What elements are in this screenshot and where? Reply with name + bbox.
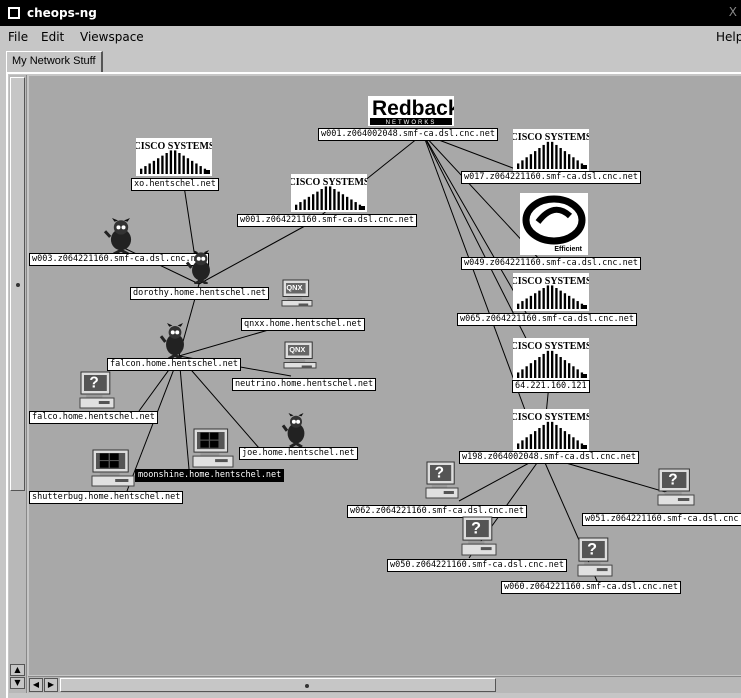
unknown-computer-icon[interactable]: ? [425,461,459,505]
link-w001-smf-cisco-dorothy [198,220,315,285]
horizontal-scrollbar[interactable]: ◀ ▶ [28,676,741,693]
bsd-daemon-icon[interactable] [103,216,139,258]
node-label[interactable]: w017.z064221160.smf-ca.dsl.cnc.net [461,171,641,184]
svg-text:CISCO SYSTEMS: CISCO SYSTEMS [513,412,589,423]
scroll-down-arrow-icon[interactable]: ▼ [10,677,25,689]
svg-text:QNX: QNX [286,283,302,292]
node-label[interactable]: falcon.home.hentschel.net [107,358,241,371]
link-w001-smf-redback-w198 [422,133,543,457]
unknown-computer-icon[interactable]: ? [461,516,497,562]
tab-row: My Network Stuff [0,48,741,72]
node-label[interactable]: 64.221.160.121 [512,380,590,393]
svg-text:CISCO SYSTEMS: CISCO SYSTEMS [513,132,589,143]
menu-viewspace[interactable]: Viewspace [80,30,144,44]
node-label[interactable]: joe.home.hentschel.net [239,447,358,460]
node-label[interactable]: qnxx.home.hentschel.net [241,318,365,331]
svg-text:?: ? [668,472,677,489]
node-label[interactable]: w001.z064002048.smf-ca.dsl.cnc.net [318,128,498,141]
svg-text:CISCO SYSTEMS: CISCO SYSTEMS [136,141,212,152]
svg-text:Redback: Redback [372,97,454,120]
window-menu-icon[interactable] [8,7,20,19]
horizontal-scroll-thumb[interactable] [60,678,496,692]
windows-computer-icon[interactable] [192,428,234,474]
efficient-logo[interactable]: Efficient [520,193,588,259]
unknown-computer-icon[interactable]: ? [657,468,695,512]
windows-computer-icon[interactable] [91,449,135,493]
menu-edit[interactable]: Edit [41,30,65,44]
node-label[interactable]: w003.z064221160.smf-ca.dsl.cnc.net [29,253,209,266]
svg-text:Efficient: Efficient [554,246,582,253]
scroll-left-arrow-icon[interactable]: ◀ [29,678,43,692]
svg-text:?: ? [471,519,481,537]
cisco-logo[interactable]: CISCO SYSTEMS [511,338,592,384]
unknown-computer-icon[interactable]: ? [577,537,613,583]
link-falcon-joe [178,355,260,449]
svg-text:CISCO SYSTEMS: CISCO SYSTEMS [513,276,589,287]
menu-help[interactable]: Help [716,30,741,44]
node-label[interactable]: w198.z064002048.smf-ca.dsl.cnc.net [459,451,639,464]
svg-text:QNX: QNX [289,345,305,354]
node-label[interactable]: neutrino.home.hentschel.net [232,378,377,391]
node-label[interactable]: w001.z064221160.smf-ca.dsl.cnc.net [237,214,417,227]
scroll-up-arrow-icon[interactable]: ▲ [10,664,25,676]
node-label[interactable]: xo.hentschel.net [131,178,219,191]
cisco-logo[interactable]: CISCO SYSTEMS [511,409,592,455]
node-label[interactable]: shutterbug.home.hentschel.net [29,491,184,504]
svg-text:?: ? [89,375,98,392]
title-bar[interactable]: cheops-ng X [0,0,741,26]
node-label[interactable]: w060.z064221160.smf-ca.dsl.cnc.net [501,581,681,594]
bsd-daemon-icon[interactable] [159,321,191,363]
viewspace-frame [6,72,741,698]
svg-text:CISCO SYSTEMS: CISCO SYSTEMS [513,341,589,352]
vertical-scroll-thumb[interactable] [10,77,25,491]
link-falcon-moonshine [178,355,190,470]
node-label[interactable]: moonshine.home.hentschel.net [135,469,285,482]
menu-file[interactable]: File [8,30,29,44]
node-label[interactable]: dorothy.home.hentschel.net [130,287,270,300]
qnx-monitor-icon[interactable]: QNX [281,279,313,313]
vertical-scrollbar[interactable]: ▲ ▼ [9,75,27,693]
node-label[interactable]: w062.z064221160.smf-ca.dsl.cnc.net [347,505,527,518]
svg-text:?: ? [587,540,597,558]
close-icon[interactable]: X [728,5,737,19]
unknown-computer-icon[interactable]: ? [79,371,115,415]
svg-text:CISCO SYSTEMS: CISCO SYSTEMS [291,177,367,188]
node-label[interactable]: falco.home.hentschel.net [29,411,158,424]
node-label[interactable]: w065.z064221160.smf-ca.dsl.cnc.net [457,313,637,326]
cisco-logo[interactable]: CISCO SYSTEMS [511,129,592,175]
link-w001-smf-redback-w065 [422,133,530,319]
scroll-right-arrow-icon[interactable]: ▶ [44,678,58,692]
tab-my-network-stuff[interactable]: My Network Stuff [6,51,103,72]
node-label[interactable]: w051.z064221160.smf-ca.dsl.cnc [582,513,741,526]
bsd-daemon-icon[interactable] [281,411,311,451]
qnx-monitor-icon[interactable]: QNX [283,341,317,375]
node-label[interactable]: w050.z064221160.smf-ca.dsl.cnc.net [387,559,567,572]
window-title: cheops-ng [27,6,97,20]
bsd-daemon-icon[interactable] [185,248,217,288]
cisco-logo[interactable]: CISCO SYSTEMS [289,174,370,216]
menu-bar: File Edit Viewspace Help [0,26,741,48]
svg-text:NETWORKS: NETWORKS [386,120,437,126]
cisco-logo[interactable]: CISCO SYSTEMS [134,138,215,180]
cisco-logo[interactable]: CISCO SYSTEMS [511,273,592,315]
node-label[interactable]: w049.z064221160.smf-ca.dsl.cnc.net [461,257,641,270]
svg-text:?: ? [435,465,444,482]
